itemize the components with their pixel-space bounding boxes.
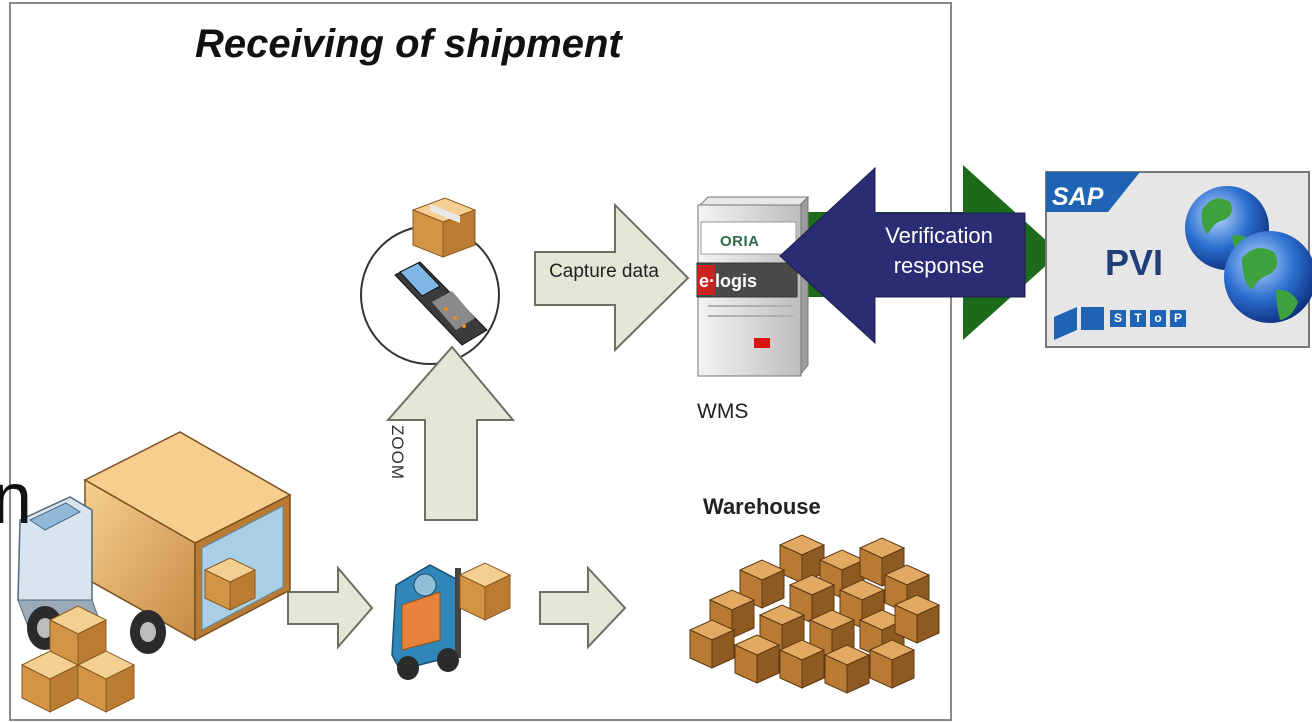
stop-letter-s: S bbox=[1110, 310, 1126, 327]
partial-left-letter: n bbox=[0, 459, 33, 539]
stop-letter-t: T bbox=[1130, 310, 1146, 327]
pvi-panel bbox=[1045, 171, 1312, 348]
warehouse-boxes-icon bbox=[688, 534, 941, 694]
sap-logo-text: SAP bbox=[1052, 183, 1104, 211]
globe-icon bbox=[1224, 231, 1312, 323]
verification-response-label: Verification response bbox=[885, 223, 993, 278]
zoom-arrow bbox=[385, 345, 516, 521]
elogis-logo-text: e·logis bbox=[699, 271, 758, 291]
forklift-to-warehouse-arrow bbox=[539, 565, 627, 650]
zoom-circle bbox=[360, 197, 500, 365]
zoom-label: ZOOM bbox=[388, 425, 407, 480]
warehouse-label: Warehouse bbox=[703, 494, 821, 519]
capture-data-arrow bbox=[534, 202, 690, 353]
stop-letter-o: o bbox=[1150, 310, 1166, 327]
stop-letter-p: P bbox=[1170, 310, 1186, 327]
server-icon bbox=[696, 195, 810, 377]
verification-response-arrow bbox=[779, 166, 1026, 345]
cardboard-box-icon bbox=[411, 197, 477, 258]
capture-data-label: Capture data bbox=[549, 261, 659, 282]
barcode-scanner-icon bbox=[394, 261, 488, 346]
oria-logo-text: ORIA bbox=[720, 233, 760, 250]
page-title: Receiving of shipment bbox=[195, 22, 622, 66]
cardboard-box-icon bbox=[20, 605, 136, 713]
truck-to-forklift-arrow bbox=[287, 565, 374, 650]
wms-label: WMS bbox=[697, 400, 749, 423]
pvi-label: PVI bbox=[1105, 242, 1164, 283]
truck-icon bbox=[17, 431, 292, 654]
forklift-icon bbox=[391, 562, 512, 680]
